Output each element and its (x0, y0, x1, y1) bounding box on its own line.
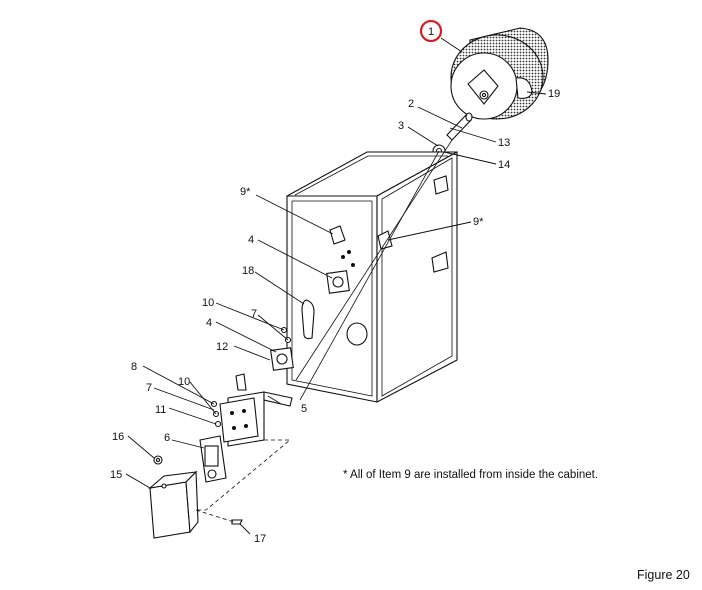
callout-7-lower: 7 (146, 382, 152, 394)
cabinet (286, 151, 458, 403)
callout-3: 3 (398, 120, 404, 132)
callout-5: 5 (301, 403, 307, 415)
callout-18: 18 (242, 265, 254, 277)
callout-1: 1 (428, 26, 434, 38)
callout-16: 16 (112, 431, 124, 443)
callout-9-right: 9* (473, 216, 484, 228)
callout-17: 17 (254, 533, 266, 545)
callout-2: 2 (408, 98, 414, 110)
callout-9-left: 9* (240, 186, 251, 198)
callout-10-lower: 10 (178, 376, 190, 388)
callout-6: 6 (164, 432, 170, 444)
callout-12: 12 (216, 341, 228, 353)
motor-mount-assembly (148, 326, 294, 539)
callout-19: 19 (548, 88, 560, 100)
callout-8: 8 (131, 361, 137, 373)
callout-7-upper: 7 (251, 308, 257, 320)
callout-13: 13 (498, 137, 510, 149)
highlight-circle (419, 19, 443, 43)
callout-4-lower: 4 (206, 317, 212, 329)
callout-14: 14 (498, 159, 510, 171)
callout-10-upper: 10 (202, 297, 214, 309)
shaft-assembly (432, 112, 473, 158)
drum-wheel (450, 27, 549, 120)
callout-4-upper: 4 (248, 234, 254, 246)
callout-11: 11 (155, 404, 166, 416)
figure-label: Figure 20 (637, 568, 690, 582)
installation-note: * All of Item 9 are installed from insid… (343, 469, 599, 481)
leader-lines (125, 37, 547, 535)
callout-15: 15 (110, 469, 122, 481)
